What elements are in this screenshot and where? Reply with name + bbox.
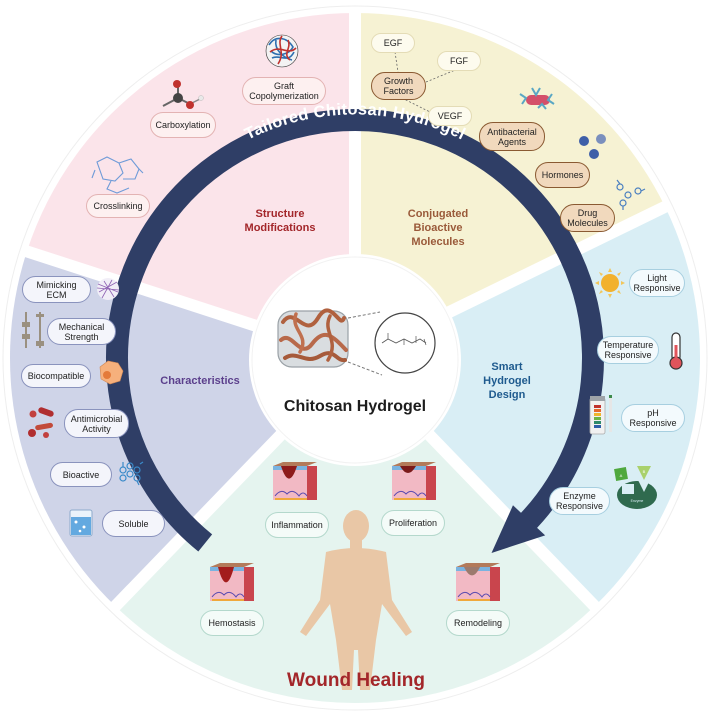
hormone-spheres-icon [579, 134, 606, 159]
pill-enzyme-responsive: Enzyme Responsive [549, 487, 610, 515]
sun-icon [595, 268, 625, 298]
pill-carboxylation: Carboxylation [150, 112, 216, 138]
substrate-b-label: B [643, 469, 646, 474]
pill-egf: EGF [371, 33, 415, 53]
pill-inflammation: Inflammation [265, 512, 329, 538]
growth-factor-links [394, 51, 461, 113]
pill-light-responsive: Light Responsive [629, 269, 685, 297]
pill-drug-molecules: Drug Molecules [560, 204, 615, 232]
antibacterial-antibody-icon [519, 87, 555, 110]
pill-hemostasis: Hemostasis [200, 610, 264, 636]
pill-temperature-responsive: Temperature Responsive [597, 336, 659, 364]
hydrogel-cylinder-icon [277, 308, 349, 368]
skin-tissue-hemostasis-icon [210, 563, 254, 601]
microbes-icon [28, 407, 54, 438]
pill-crosslinking: Crosslinking [86, 194, 150, 218]
sector-title-smart: Smart Hydrogel Design [483, 361, 531, 401]
pill-proliferation: Proliferation [381, 510, 445, 536]
sector-title-characteristics: Characteristics [160, 375, 240, 387]
pill-vegf: VEGF [428, 106, 472, 126]
pill-graft-copolymerization: Graft Copolymerization [242, 77, 326, 105]
ring-arrowhead-icon [491, 505, 546, 553]
sector-smart-hydrogel-design [355, 206, 700, 607]
pill-ph-responsive: pH Responsive [621, 404, 685, 432]
cell-icon [99, 360, 124, 385]
pill-soluble: Soluble [102, 510, 165, 537]
chitosan-molecule-zoom-icon [347, 311, 436, 376]
skin-tissue-remodeling-icon [456, 563, 500, 601]
skin-tissue-proliferation-icon [392, 462, 436, 500]
substrate-a-label: A [620, 473, 623, 478]
pill-antibacterial-agents: Antibacterial Agents [479, 122, 545, 151]
dumbbell-strength-icon [22, 312, 44, 348]
pill-mechanical-strength: Mechanical Strength [47, 318, 116, 345]
outer-border-circle [2, 5, 708, 711]
pill-growth-factors: Growth Factors [371, 72, 426, 100]
tailored-ring-arc [106, 109, 604, 552]
center-circle [249, 254, 461, 466]
enzyme-label: Enzyme [631, 499, 644, 503]
beaker-icon [69, 509, 93, 537]
enzyme-substrate-icon: A B Enzyme [614, 466, 657, 509]
pill-hormones: Hormones [535, 162, 590, 188]
drug-molecule-icon [616, 179, 646, 210]
ph-strip-vial-icon [589, 395, 612, 435]
pill-fgf: FGF [437, 51, 481, 71]
sector-title-structure: Structure Modifications [244, 208, 316, 234]
human-body-icon [300, 510, 412, 690]
sector-title-conjugated: Conjugated Bioactive Molecules [407, 208, 469, 248]
graft-copolymer-sphere-icon [265, 34, 299, 68]
center-circle-outline [251, 256, 459, 464]
pill-bioactive: Bioactive [50, 462, 112, 487]
pill-remodeling: Remodeling [446, 610, 510, 636]
wound-healing-title: Wound Healing [287, 670, 425, 691]
bioactive-molecule-icon [119, 461, 144, 486]
carboxyl-molecule-icon [162, 80, 204, 109]
thermometer-icon [669, 332, 683, 370]
skin-tissue-inflammation-icon [273, 462, 317, 500]
center-title: Chitosan Hydrogel [283, 398, 427, 415]
ecm-fiber-icon [96, 278, 120, 300]
pill-mimicking-ecm: Mimicking ECM [22, 276, 91, 303]
pill-antimicrobial-activity: Antimicrobial Activity [64, 409, 129, 438]
pill-biocompatible: Biocompatible [21, 364, 91, 388]
crosslinking-network-icon [91, 156, 144, 194]
